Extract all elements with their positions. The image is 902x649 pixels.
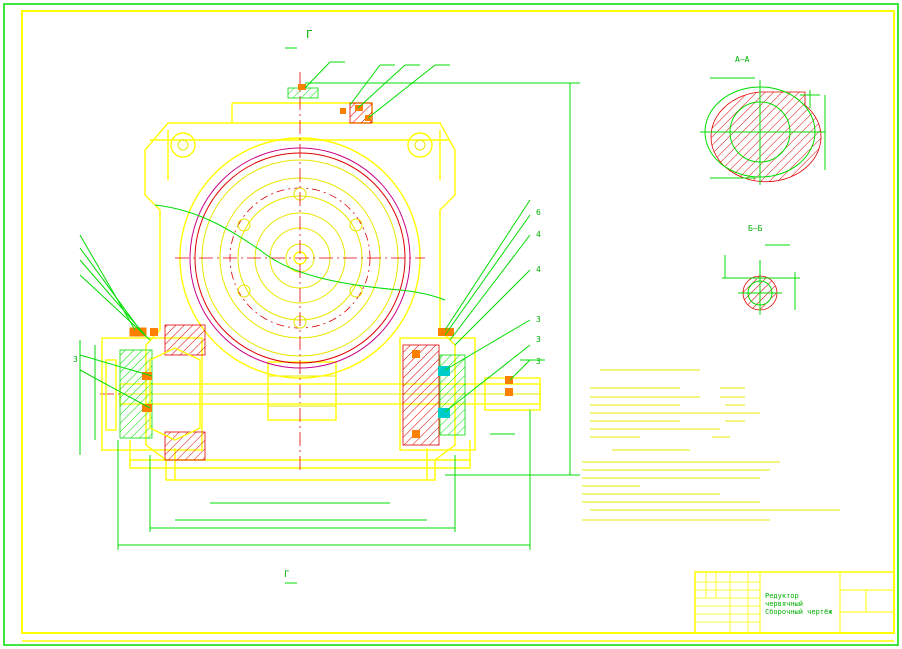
callout-4a: 4 <box>536 230 541 239</box>
section-view-bb: Б–Б <box>722 224 800 315</box>
callout-4b: 4 <box>536 265 541 274</box>
callouts-right: 6 4 4 3 3 3 3 <box>73 208 541 366</box>
svg-text:Г: Г <box>284 570 289 580</box>
bearing-left <box>101 324 206 461</box>
technical-notes <box>582 369 840 521</box>
section-letter-top: Г <box>306 28 313 41</box>
title-block: Редуктор червячный Сборочный чертёж <box>694 571 895 634</box>
title-line2: червячный <box>765 600 803 608</box>
gearbox-housing <box>129 102 471 481</box>
title-line1: Редуктор <box>765 592 799 600</box>
bearing-right <box>399 328 513 451</box>
worm-shaft <box>119 377 541 411</box>
section-marker-top: Г <box>285 28 313 49</box>
section-label-aa: А–А <box>735 55 750 64</box>
callout-3-left: 3 <box>73 355 78 364</box>
leader-lines <box>79 61 531 413</box>
section-view-aa: А–А <box>700 55 826 185</box>
section-marker-bottom: Г <box>284 570 297 584</box>
section-label-bb: Б–Б <box>748 224 763 233</box>
sheet-frame <box>3 3 899 646</box>
title-line3: Сборочный чертёж <box>765 608 833 616</box>
callout-3b: 3 <box>536 335 541 344</box>
callout-6: 6 <box>536 208 541 217</box>
callout-3a: 3 <box>536 315 541 324</box>
callout-3c: 3 <box>536 357 541 366</box>
dimension-lines <box>79 82 580 550</box>
